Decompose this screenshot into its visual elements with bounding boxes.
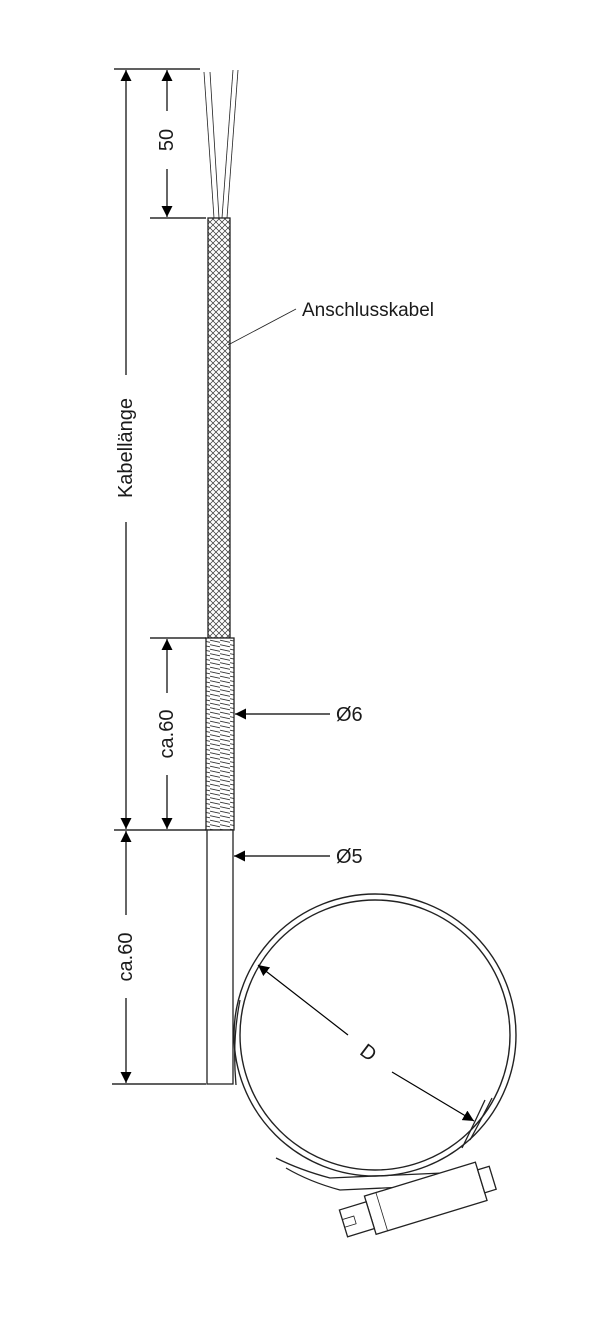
dimension-clamp-diameter: D	[257, 964, 475, 1122]
braided-cable	[207, 217, 231, 639]
spiral-sleeve	[205, 637, 235, 831]
dimension-cable-length: Kabellänge	[114, 68, 206, 831]
lead-wires	[203, 69, 239, 219]
callout-cable: Anschlusskabel	[227, 300, 434, 346]
dimension-wire-length-label: 50	[156, 129, 178, 151]
dimension-sleeve-length: ca.60	[150, 637, 206, 829]
clamp-screw	[338, 1161, 497, 1238]
dimension-tube-length: ca.60	[112, 831, 206, 1085]
dimension-wire-length: 50	[150, 68, 206, 219]
pipe-clamp	[233, 893, 517, 1191]
dimension-clamp-diameter-label: D	[356, 1040, 381, 1066]
callout-sleeve-diameter-label: Ø6	[336, 704, 363, 726]
dimension-sleeve-length-label: ca.60	[156, 710, 178, 759]
callout-tube-diameter: Ø5	[234, 846, 363, 868]
callout-tube-diameter-label: Ø5	[336, 846, 363, 868]
dimension-cable-length-label: Kabellänge	[115, 398, 137, 498]
dimension-tube-length-label: ca.60	[115, 933, 137, 982]
callout-cable-label: Anschlusskabel	[302, 300, 434, 321]
callout-sleeve-diameter: Ø6	[235, 704, 363, 726]
sensor-tube	[206, 829, 234, 1085]
